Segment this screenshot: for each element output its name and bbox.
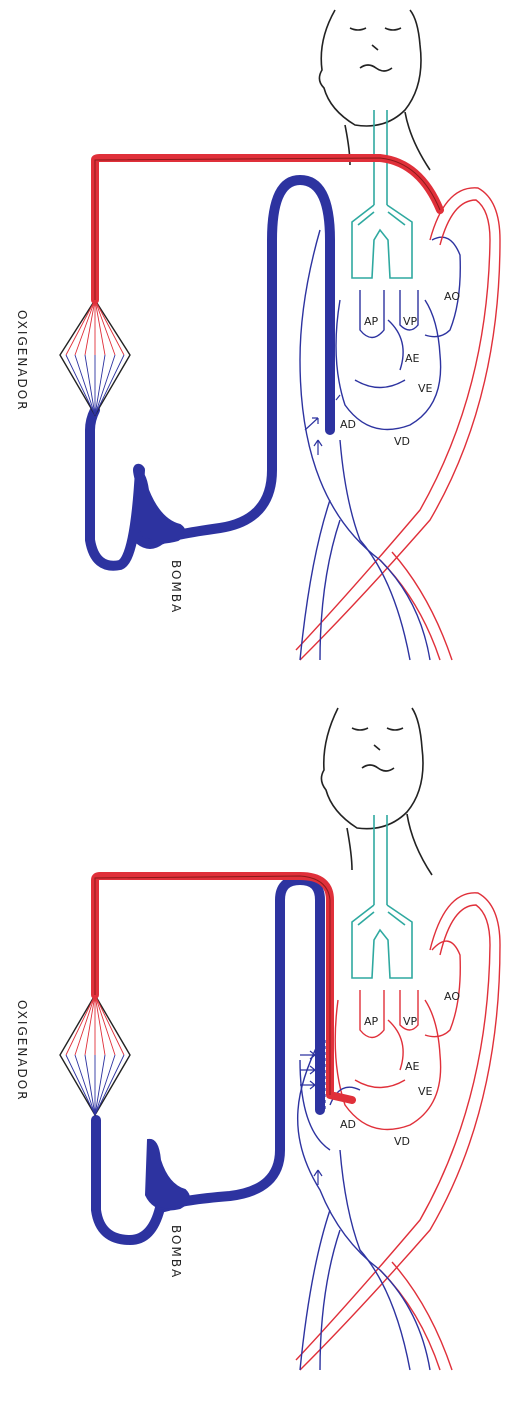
- airway-1: [352, 110, 412, 278]
- pump-2: [146, 1140, 189, 1210]
- label-ao-2: AO: [444, 990, 460, 1003]
- vena-cava-1: [300, 230, 430, 660]
- heart-1: [336, 237, 460, 429]
- label-ae-2: AE: [405, 1060, 420, 1073]
- venous-line-1: [90, 180, 330, 566]
- label-vd-2: VD: [394, 1135, 410, 1148]
- oxygenator-label-1: OXIGENADOR: [15, 310, 29, 412]
- oxygenator-1: [60, 300, 130, 415]
- label-ad-2: AD: [340, 1118, 356, 1131]
- venous-line-2: [96, 880, 320, 1240]
- oxygenator-2: [60, 995, 130, 1115]
- label-ao-1: AO: [444, 290, 460, 303]
- label-ap-1: AP: [364, 315, 379, 328]
- panel-1: AP VP AO AE VE AD VD OXIGENADOR BOMBA: [15, 10, 500, 660]
- arterial-line-2: [95, 876, 352, 1100]
- label-ad-1: AD: [340, 418, 356, 431]
- oxygenator-label-2: OXIGENADOR: [15, 1000, 29, 1102]
- label-vp-1: VP: [403, 315, 418, 328]
- label-ae-1: AE: [405, 352, 420, 365]
- label-vp-2: VP: [403, 1015, 418, 1028]
- label-vd-1: VD: [394, 435, 410, 448]
- label-ve-2: VE: [418, 1085, 433, 1098]
- pump-1: [138, 472, 185, 543]
- airway-2: [352, 815, 412, 978]
- label-ap-2: AP: [364, 1015, 379, 1028]
- panel-2: AP VP AO AE VE AD VD OXIGENADOR BOMBA: [15, 708, 500, 1370]
- pump-label-2: BOMBA: [169, 1225, 183, 1279]
- head-2: [321, 708, 432, 875]
- label-ve-1: VE: [418, 382, 433, 395]
- pump-label-1: BOMBA: [169, 560, 183, 614]
